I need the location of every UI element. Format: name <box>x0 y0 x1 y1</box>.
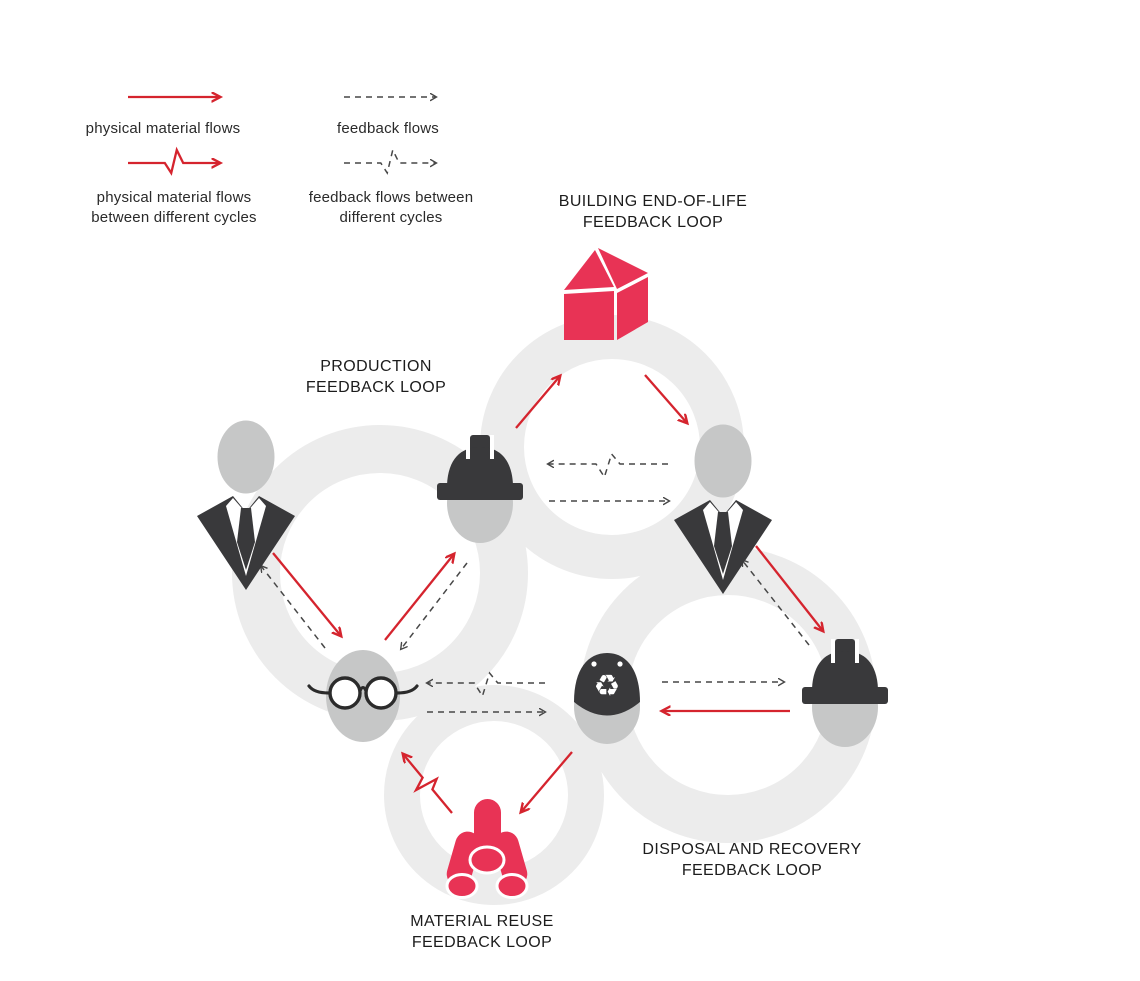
legend-feedback-between-cycles-label: feedback flows between different cycles <box>308 189 474 226</box>
client-to-builder-feedback-arrow <box>548 452 668 479</box>
builder-to-designer-feedback-arrow <box>401 562 468 649</box>
building-end-of-life-loop-label: BUILDING END-OF-LIFE FEEDBACK LOOP <box>558 193 748 231</box>
recycle-icon: ♻ <box>594 669 621 704</box>
owner-to-designer-arrow <box>272 552 341 636</box>
material-reuse-loop-label: MATERIAL REUSE FEEDBACK LOOP <box>410 913 554 951</box>
legend-feedback-flows-label: feedback flows <box>336 120 440 137</box>
reuser-to-designer-feedback-arrow <box>427 671 545 698</box>
legend-physical-between-cycles-arrow <box>128 146 220 176</box>
business-suit-person-right-icon <box>674 424 772 594</box>
house-icon <box>564 248 648 340</box>
hard-hat-worker-center-icon <box>437 435 523 543</box>
hard-hat-worker-right-icon <box>802 639 888 747</box>
builder-to-building-arrow <box>515 376 560 429</box>
pipes-stack-icon <box>445 799 529 899</box>
production-loop-label: PRODUCTION FEEDBACK LOOP <box>305 358 447 396</box>
designer-to-builder-arrow <box>384 554 454 641</box>
legend-feedback-between-cycles-arrow <box>344 147 436 175</box>
recycle-cap-person-icon: ♻ <box>574 653 640 744</box>
legend-physical-between-cycles-label: physical material flows between differen… <box>91 189 257 226</box>
round-glasses-person-icon <box>307 650 419 742</box>
reuser-to-material-arrow <box>521 751 573 812</box>
building-to-client-arrow <box>644 374 687 423</box>
client-to-recoverer-arrow <box>755 545 823 631</box>
material-to-designer-arrow <box>403 754 453 814</box>
disposal-recovery-loop-label: DISPOSAL AND RECOVERY FEEDBACK LOOP <box>642 841 862 879</box>
recoverer-to-client-feedback-arrow <box>742 560 810 646</box>
business-suit-person-left-icon <box>197 420 295 590</box>
legend-physical-material-flows-label: physical material flows <box>85 120 241 137</box>
